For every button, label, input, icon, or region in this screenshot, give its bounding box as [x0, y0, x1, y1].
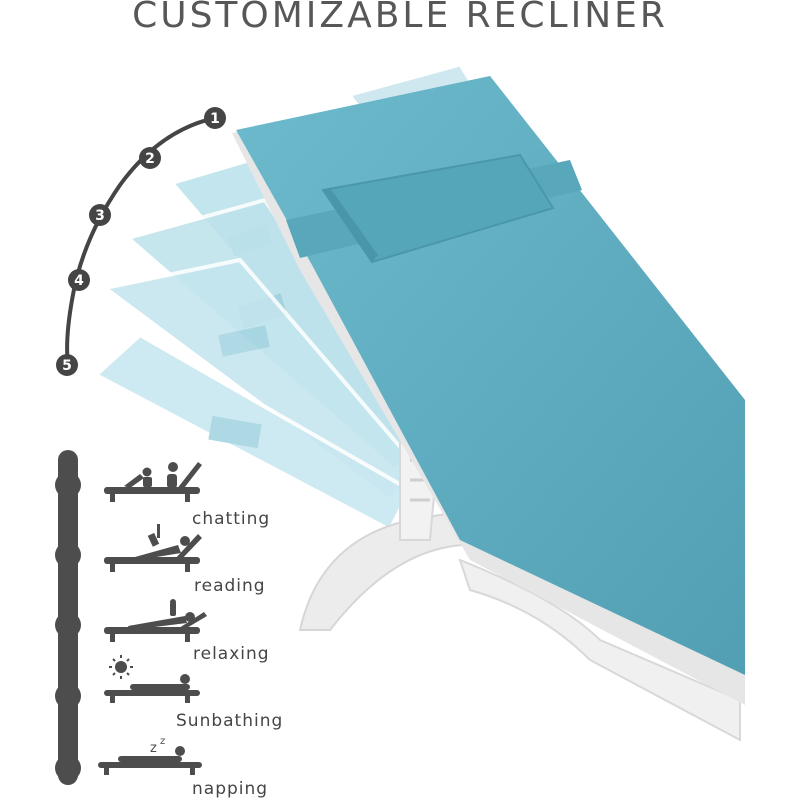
position-number: 5 — [62, 358, 72, 374]
position-number: 1 — [210, 111, 220, 127]
position-number: 2 — [145, 151, 155, 167]
sun-icon — [109, 655, 133, 679]
position-number: 4 — [74, 273, 84, 289]
position-marker-1: 1 — [204, 107, 226, 129]
mode-label-napping: napping — [192, 779, 269, 799]
mode-label-reading: reading — [194, 576, 266, 596]
napping-recliner-icon: z z — [98, 736, 202, 775]
mode-position-bar — [55, 450, 81, 785]
mode-label-sunbathing: Sunbathing — [176, 711, 284, 731]
reading-recliner-icon — [104, 524, 202, 572]
position-marker-3: 3 — [89, 204, 111, 226]
position-marker-2: 2 — [139, 147, 161, 169]
chatting-recliner-icon — [104, 462, 202, 502]
position-arc: 1 2 3 4 5 — [56, 107, 226, 376]
position-marker-4: 4 — [68, 269, 90, 291]
zz-icon: z — [150, 741, 157, 756]
svg-text:z: z — [160, 736, 165, 747]
mode-label-relaxing: relaxing — [193, 644, 270, 664]
position-marker-5: 5 — [56, 354, 78, 376]
mode-label-chatting: chatting — [192, 509, 271, 529]
sunbathing-recliner-icon — [104, 655, 200, 703]
relaxing-recliner-icon — [104, 599, 207, 642]
backrest-main — [232, 76, 745, 705]
headrest-pillow — [321, 153, 555, 264]
position-number: 3 — [95, 208, 105, 224]
page-title: CUSTOMIZABLE RECLINER — [132, 0, 668, 36]
